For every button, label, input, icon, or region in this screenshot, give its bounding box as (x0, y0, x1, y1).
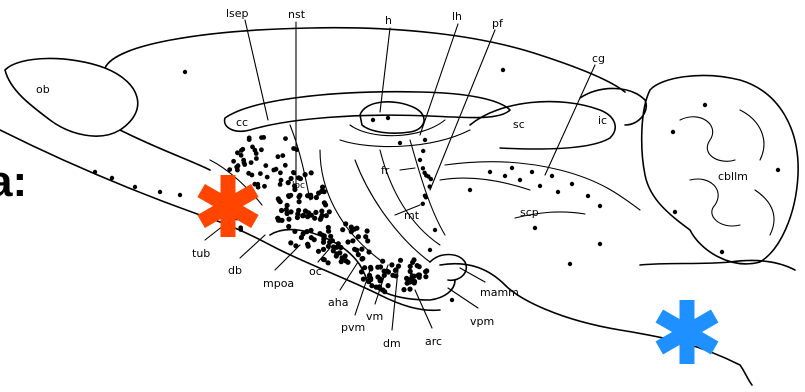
partial-heading: a: (0, 157, 27, 206)
mammillary-outline (430, 255, 466, 281)
hippocampus-outline (360, 102, 424, 133)
label-db: db (228, 264, 242, 277)
structure-labels: ob lsep nst h lh pf cg cc sc ic cbllm fr… (36, 7, 748, 350)
label-sc: sc (513, 118, 525, 131)
cell-dots (93, 68, 780, 344)
olfactory-bulb-outline (5, 58, 138, 136)
label-mamm: mamm (480, 286, 519, 299)
superior-colliculus-outline (470, 102, 615, 149)
label-pf: pf (492, 17, 504, 30)
blue-asterisk-marker (656, 300, 719, 364)
label-ic: ic (598, 114, 607, 127)
label-pvm: pvm (341, 321, 365, 334)
cortex-outline (105, 28, 625, 92)
label-mpoa: mpoa (263, 277, 294, 290)
label-lh: lh (452, 10, 462, 23)
hypothalamus-outline (270, 230, 455, 300)
label-mt: mt (404, 209, 420, 222)
label-scp: scp (520, 206, 539, 219)
label-h: h (385, 14, 392, 27)
label-cc: cc (236, 116, 248, 129)
label-fr: fr (381, 164, 390, 177)
ventral-floor-outline (0, 130, 440, 310)
label-nst: nst (288, 8, 306, 21)
cortex-inner-line (120, 130, 210, 170)
orange-asterisk-marker (197, 175, 258, 237)
label-loc: loc (292, 181, 305, 191)
label-dm: dm (383, 337, 401, 350)
label-vpm: vpm (470, 315, 494, 328)
label-lsep: lsep (226, 7, 249, 20)
label-tub: tub (192, 247, 210, 260)
label-aha: aha (328, 296, 348, 309)
label-cg: cg (592, 52, 605, 65)
label-oc: oc (309, 265, 322, 278)
label-ob: ob (36, 83, 50, 96)
label-cbllm: cbllm (718, 170, 748, 183)
label-vm: vm (366, 310, 383, 323)
label-arc: arc (425, 335, 442, 348)
